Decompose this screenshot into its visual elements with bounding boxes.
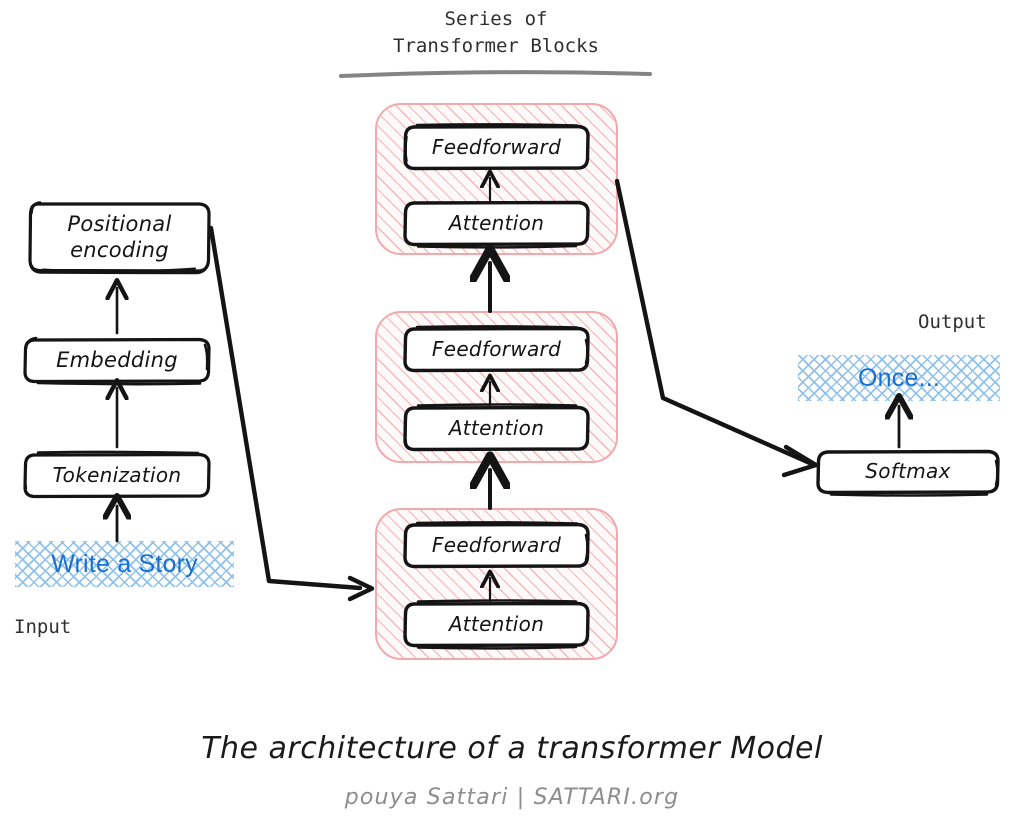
box-feedforward-bottom: Feedforward — [402, 520, 591, 570]
arrow-transformer-to-softmax — [614, 178, 815, 467]
caption-credit: pouya Sattari | SATTARI.org — [344, 785, 680, 810]
box-positional-encoding: Positional encoding — [27, 197, 212, 277]
box-label-positional-encoding: Positional encoding — [67, 211, 172, 262]
box-feedforward-top: Feedforward — [402, 122, 591, 172]
box-attention-bottom: Attention — [402, 599, 591, 650]
box-label-attention-bottom: Attention — [448, 611, 545, 636]
section-title-line2: Transformer Blocks — [393, 35, 599, 57]
box-feedforward-middle: Feedforward — [402, 324, 591, 374]
input-chip-text: Write a Story — [51, 549, 198, 578]
input-label: Input — [14, 616, 72, 638]
section-divider-rule — [339, 70, 652, 78]
caption-title: The architecture of a transformer Model — [201, 731, 823, 766]
box-softmax: Softmax — [815, 447, 1001, 497]
arrowhead-to-softmax — [781, 444, 819, 478]
box-label-feedforward-bottom: Feedforward — [431, 532, 562, 557]
section-title-line1: Series of — [444, 8, 548, 30]
box-embedding: Embedding — [22, 335, 212, 386]
box-label-feedforward-top: Feedforward — [431, 134, 562, 159]
box-label-attention-middle: Attention — [448, 415, 545, 440]
box-label-embedding: Embedding — [56, 347, 178, 372]
output-label: Output — [918, 311, 987, 333]
output-chip-text: Once... — [858, 363, 940, 392]
box-label-attention-top: Attention — [448, 210, 545, 235]
output-chip: Once... — [798, 355, 1000, 401]
box-label-softmax: Softmax — [865, 459, 951, 483]
input-chip: Write a Story — [15, 541, 234, 587]
box-attention-middle: Attention — [402, 403, 591, 453]
box-label-feedforward-middle: Feedforward — [431, 336, 562, 361]
box-label-tokenization: Tokenization — [52, 462, 182, 487]
box-attention-top: Attention — [402, 198, 591, 249]
arrowhead-to-transformer — [347, 575, 375, 602]
box-tokenization: Tokenization — [22, 450, 212, 500]
arrow-positional-to-transformer — [208, 225, 363, 591]
